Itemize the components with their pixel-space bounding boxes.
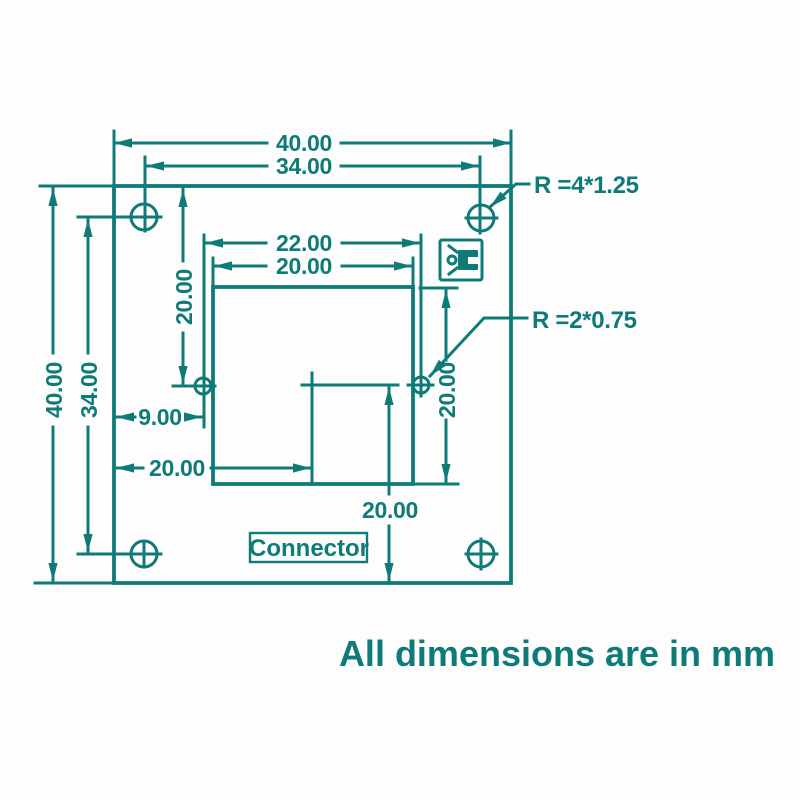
dim-top-to-center-label: 20.00	[171, 269, 197, 325]
dim-mount-hole-spacing-v: 34.00	[76, 217, 102, 554]
mounting-hole-bottom-right	[464, 537, 499, 571]
dim-inner-spacing-label: 22.00	[276, 230, 332, 256]
callout-mount-radius-label: R =4*1.25	[534, 172, 639, 199]
dim-mount-spacing-v-label: 34.00	[76, 362, 102, 418]
inner-hole-right	[406, 233, 435, 398]
dim-module-width-label: 20.00	[276, 253, 332, 279]
dim-edge-to-hole-label: 9.00	[138, 404, 182, 430]
dim-mount-hole-spacing-h: 34.00	[144, 153, 481, 179]
usb-icon	[438, 238, 484, 282]
callout-inner-radius-leader	[427, 316, 529, 379]
dim-module-height-label: 20.00	[434, 362, 460, 418]
mounting-hole-top-right	[464, 155, 499, 235]
dim-edge-to-inner-hole: 9.00	[114, 404, 204, 430]
board-outline	[112, 184, 513, 585]
dim-center-to-bottom-label: 20.00	[362, 497, 418, 523]
connector-label-box	[248, 531, 369, 564]
dim-center-to-bottom: 20.00	[362, 385, 418, 583]
usb-icon-arm-top	[446, 243, 460, 255]
usb-icon-plug-slot	[468, 257, 479, 264]
usb-icon-arm-bottom	[446, 265, 460, 277]
units-note: All dimensions are in mm	[339, 633, 775, 674]
dim-board-height-label: 40.00	[41, 362, 67, 418]
callout-mount-radius-leader	[487, 182, 531, 210]
mounting-hole-top-left	[76, 155, 163, 233]
connector-label: Connector	[248, 531, 369, 564]
dim-module-height: 20.00	[411, 286, 460, 486]
dim-left-to-center-label: 20.00	[149, 455, 205, 481]
dim-board-width: 40.00	[112, 129, 513, 188]
dim-board-width-label: 40.00	[276, 130, 332, 156]
callout-mount-hole-radius: R =4*1.25	[487, 172, 639, 210]
dim-mount-spacing-h-label: 34.00	[276, 153, 332, 179]
dim-inner-hole-spacing: 22.00	[203, 230, 422, 256]
usb-icon-plug-circle	[446, 254, 458, 266]
callout-inner-hole-radius: R =2*0.75	[427, 307, 637, 379]
callout-inner-radius-label: R =2*0.75	[532, 307, 637, 334]
dim-board-height: 40.00	[33, 184, 116, 585]
dim-left-to-center: 20.00	[114, 455, 313, 481]
usb-icon-box	[438, 238, 484, 282]
mounting-hole-bottom-left	[76, 539, 163, 569]
dim-top-to-module-center: 20.00	[171, 187, 197, 386]
connector-label-text: Connector	[249, 535, 369, 562]
dim-module-width: 20.00	[211, 253, 415, 288]
inner-hole-left	[171, 233, 217, 429]
center-mark	[300, 371, 400, 486]
